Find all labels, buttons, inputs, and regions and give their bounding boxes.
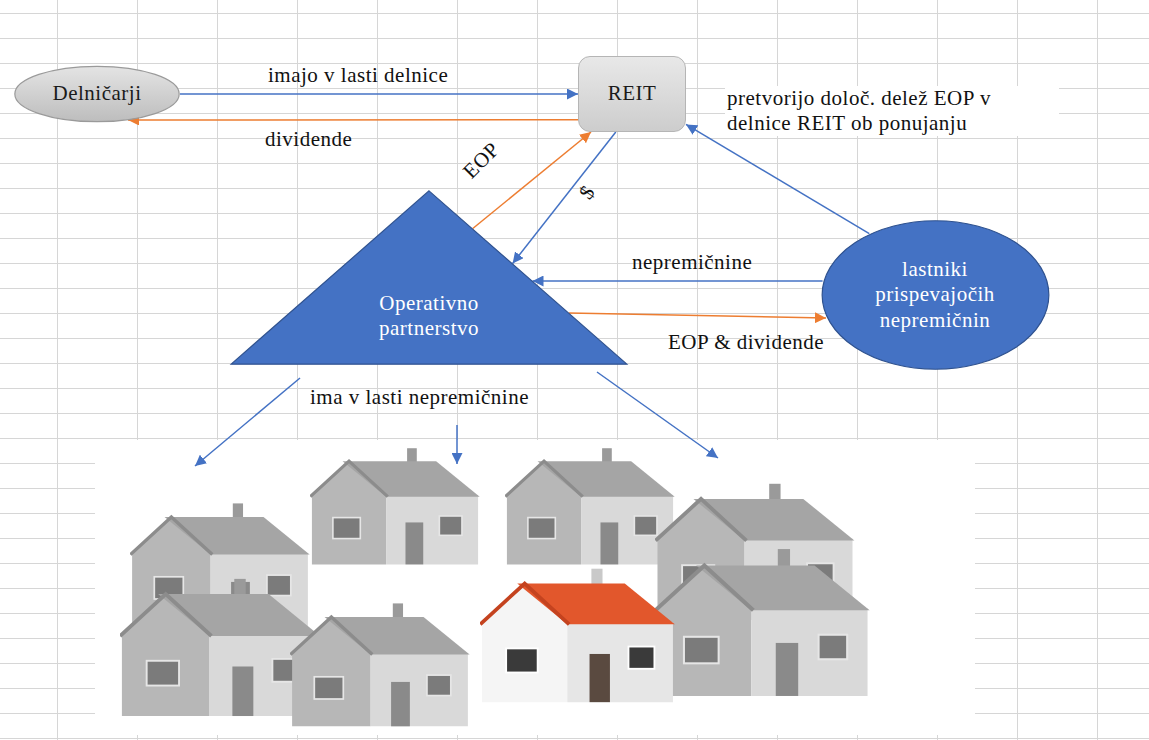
edge-label: imajo v lasti delnice <box>268 63 448 88</box>
house-figure <box>130 503 309 626</box>
shareholders-ellipse: Delničarji <box>14 66 180 122</box>
reit-box: REIT <box>578 56 686 132</box>
owners-ellipse: lastniki prispevajočih nepremičnin <box>821 220 1050 370</box>
house-figure <box>290 603 469 726</box>
edge-label: $ <box>574 181 601 204</box>
house-figure-highlighted <box>480 569 675 702</box>
house-figure <box>505 448 674 564</box>
partnership-triangle: Operativno partnerstvo <box>230 190 628 365</box>
node-text-group: lastniki prispevajočih nepremičnin <box>860 257 1010 333</box>
node-text-group: Operativno partnerstvo <box>354 291 504 341</box>
edge-label: dividende <box>265 127 352 152</box>
connector-arrow <box>686 124 869 233</box>
connector-arrow <box>533 280 823 282</box>
edge-label: EOP <box>458 137 505 184</box>
node-label: Operativno partnerstvo <box>354 291 504 341</box>
node-text-group: REIT <box>608 81 657 106</box>
ellipse-shape <box>822 221 1049 370</box>
ellipse-shape <box>15 66 179 121</box>
leader-arrow <box>456 425 458 464</box>
edge-label: EOP & dividende <box>668 330 824 355</box>
node-label: REIT <box>608 81 657 106</box>
house-figure <box>655 549 869 696</box>
connector-arrow <box>128 119 578 121</box>
connector-arrow <box>513 132 616 264</box>
house-figure <box>310 448 479 564</box>
illustration-ground <box>95 440 975 735</box>
triangle-shape <box>231 191 627 364</box>
house-figure <box>656 484 855 620</box>
edge-label: pretvorijo določ. delež EOP v delnice RE… <box>725 86 1059 136</box>
connector-arrow <box>180 93 578 95</box>
node-label: Delničarji <box>53 81 142 106</box>
connector-arrow <box>569 313 826 318</box>
node-text-group: Delničarji <box>53 81 142 106</box>
leader-arrow <box>597 372 718 458</box>
node-label: lastniki prispevajočih nepremičnin <box>860 257 1010 333</box>
leader-arrow <box>195 378 300 466</box>
house-figure <box>120 579 320 716</box>
note-label: ima v lasti nepremičnine <box>310 385 529 410</box>
edge-label: nepremičnine <box>632 250 752 275</box>
